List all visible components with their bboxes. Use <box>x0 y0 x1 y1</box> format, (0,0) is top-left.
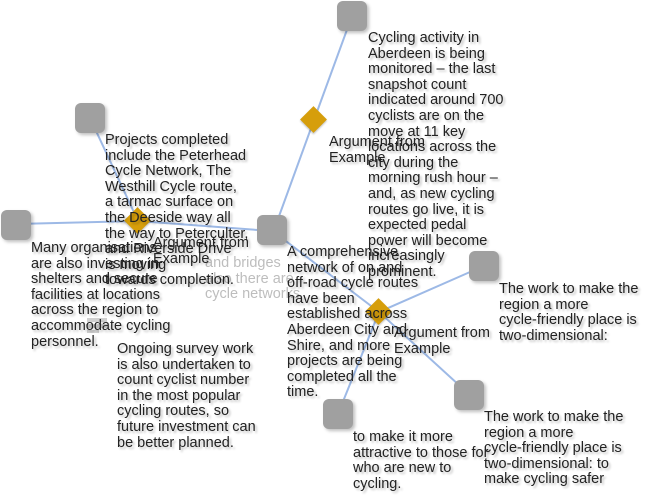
text-comprehensive-network: A comprehensive network of on and off-ro… <box>287 244 419 401</box>
edge-diamond-left-to-center <box>137 220 259 231</box>
node-center[interactable] <box>257 215 287 245</box>
text-more-attractive: to make it more attractive to those for … <box>353 429 489 492</box>
edge-diamond-right-to-bottom <box>341 311 380 405</box>
edge-left-to-diamond-left <box>15 220 139 225</box>
drag-ghost-icon <box>87 318 107 333</box>
edge-top-to-diamond-top <box>313 15 353 121</box>
node-top[interactable] <box>337 1 367 31</box>
node-right-upper[interactable] <box>469 251 499 281</box>
edge-diamond-top-to-center <box>273 119 315 231</box>
edge-diamond-right-to-rightlower <box>378 311 461 387</box>
text-two-dimensional-2: The work to make the region a more cycle… <box>484 409 624 488</box>
text-cycling-activity: Cycling activity in Aberdeen is being mo… <box>368 30 504 280</box>
node-left-upper[interactable] <box>75 103 105 133</box>
edge-leftupper-to-diamond-left <box>89 117 139 222</box>
text-projects-completed: Projects completed include the Peterhead… <box>105 132 249 289</box>
label-argument-left: Argument from Example <box>153 235 249 267</box>
node-bottom[interactable] <box>323 399 353 429</box>
edge-diamond-right-to-rightupper <box>378 271 471 313</box>
text-ongoing-survey: Ongoing survey work is also undertaken t… <box>117 341 256 451</box>
label-argument-top: Argument from Example <box>329 134 425 166</box>
text-two-dimensional-1: The work to make the region a more cycle… <box>499 281 639 344</box>
text-many-organisations: Many organisations are also investing in… <box>31 240 171 350</box>
node-right-lower[interactable] <box>454 380 484 410</box>
label-argument-right: Argument from Example <box>394 325 490 357</box>
ghost-text-bridges: and bridges also there are cycle network… <box>205 255 301 303</box>
edge-center-to-diamond-right <box>273 231 380 313</box>
node-left[interactable] <box>1 210 31 240</box>
